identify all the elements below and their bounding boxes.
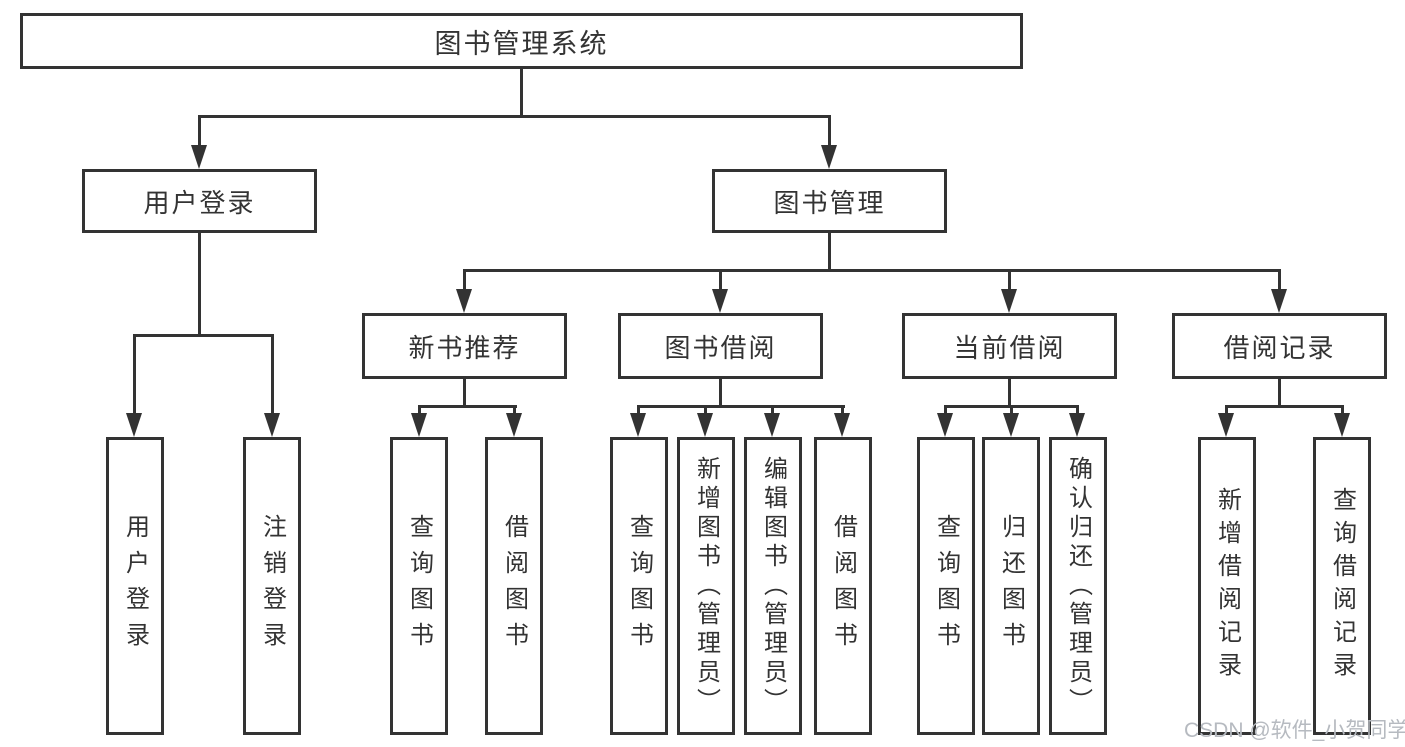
arrowhead-down-icon xyxy=(506,413,522,437)
connector-newbook-stub xyxy=(463,379,466,408)
connector-arrow-shaft xyxy=(418,405,421,415)
arrowhead-down-icon xyxy=(1069,413,1085,437)
connector-arrow-shaft xyxy=(463,269,466,291)
node-book-management: 图书管理 xyxy=(712,169,947,233)
connector-arrow-shaft xyxy=(944,405,947,415)
connector-current-stub xyxy=(1008,379,1011,408)
connector-bookmgmt-hline xyxy=(463,269,1281,272)
leaf-records-query-record: 查询借阅记录 xyxy=(1313,437,1371,735)
connector-records-stub xyxy=(1278,379,1281,408)
arrowhead-down-icon xyxy=(411,413,427,437)
connector-arrow-shaft xyxy=(771,405,774,415)
leaf-borrow-edit-books-admin: 编辑图书（管理员） xyxy=(744,437,802,735)
connector-arrow-shaft xyxy=(1341,405,1344,415)
node-user-login: 用户登录 xyxy=(82,169,317,233)
connector-borrowing-stub xyxy=(719,379,722,408)
arrowhead-down-icon xyxy=(630,413,646,437)
connector-arrow-shaft xyxy=(1225,405,1228,415)
csdn-watermark: CSDN @软件_小贺同学 xyxy=(1184,719,1405,742)
leaf-current-confirm-return-admin: 确认归还（管理员） xyxy=(1049,437,1107,735)
arrowhead-down-icon xyxy=(821,145,837,169)
connector-arrow-shaft xyxy=(1076,405,1079,415)
connector-arrow-shaft xyxy=(1008,269,1011,291)
arrowhead-down-icon xyxy=(456,289,472,313)
arrowhead-down-icon xyxy=(1218,413,1234,437)
connector-arrow-shaft xyxy=(1010,405,1013,415)
arrowhead-down-icon xyxy=(1003,413,1019,437)
connector-arrow-shaft xyxy=(704,405,707,415)
connector-arrow-shaft xyxy=(133,334,136,415)
connector-bookmgmt-stub xyxy=(828,233,831,272)
connector-userlogin-hline xyxy=(133,334,274,337)
connector-userlogin-stub xyxy=(198,233,201,337)
leaf-borrow-query-books: 查询图书 xyxy=(610,437,668,735)
connector-arrow-shaft xyxy=(828,115,831,147)
arrowhead-down-icon xyxy=(697,413,713,437)
connector-arrow-shaft xyxy=(841,405,844,415)
leaf-logout: 注销登录 xyxy=(243,437,301,735)
node-book-borrowing: 图书借阅 xyxy=(618,313,823,379)
leaf-borrow-borrow-books: 借阅图书 xyxy=(814,437,872,735)
node-new-book-recommend: 新书推荐 xyxy=(362,313,567,379)
arrowhead-down-icon xyxy=(126,413,142,437)
arrowhead-down-icon xyxy=(712,289,728,313)
connector-arrow-shaft xyxy=(271,334,274,415)
connector-newbook-hline xyxy=(418,405,517,408)
leaf-newbook-query-books: 查询图书 xyxy=(390,437,448,735)
connector-root-hline xyxy=(198,115,831,118)
connector-arrow-shaft xyxy=(1278,269,1281,291)
connector-arrow-shaft xyxy=(198,115,201,147)
node-current-borrowing: 当前借阅 xyxy=(902,313,1117,379)
connector-arrow-shaft xyxy=(719,269,722,291)
leaf-newbook-borrow-books: 借阅图书 xyxy=(485,437,543,735)
node-root: 图书管理系统 xyxy=(20,13,1023,69)
node-borrowing-records: 借阅记录 xyxy=(1172,313,1387,379)
connector-arrow-shaft xyxy=(513,405,516,415)
leaf-user-login: 用户登录 xyxy=(106,437,164,735)
leaf-current-query-books: 查询图书 xyxy=(917,437,975,735)
arrowhead-down-icon xyxy=(1334,413,1350,437)
leaf-current-return-books: 归还图书 xyxy=(982,437,1040,735)
arrowhead-down-icon xyxy=(834,413,850,437)
arrowhead-down-icon xyxy=(264,413,280,437)
arrowhead-down-icon xyxy=(191,145,207,169)
connector-records-hline xyxy=(1225,405,1344,408)
leaf-borrow-add-books-admin: 新增图书（管理员） xyxy=(677,437,735,735)
connector-root-stub xyxy=(520,69,523,118)
arrowhead-down-icon xyxy=(937,413,953,437)
arrowhead-down-icon xyxy=(764,413,780,437)
leaf-records-add-record: 新增借阅记录 xyxy=(1198,437,1256,735)
arrowhead-down-icon xyxy=(1001,289,1017,313)
arrowhead-down-icon xyxy=(1271,289,1287,313)
connector-arrow-shaft xyxy=(637,405,640,415)
connector-borrowing-hline xyxy=(637,405,845,408)
